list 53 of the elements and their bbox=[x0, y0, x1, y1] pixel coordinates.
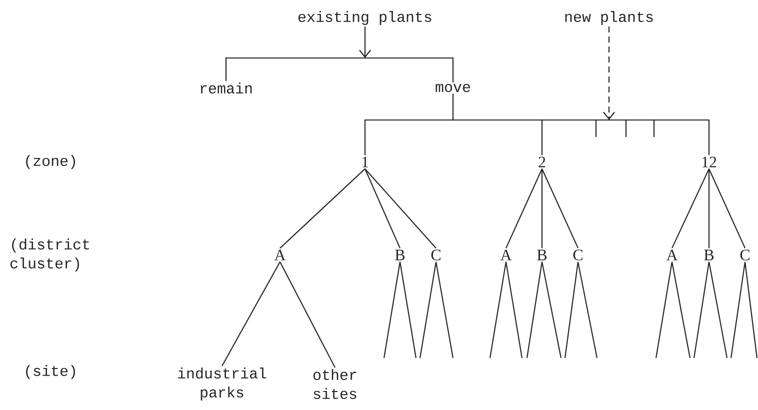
tree-line bbox=[671, 262, 691, 358]
cluster-letter: A bbox=[500, 250, 512, 260]
bracket-line bbox=[225, 57, 454, 82]
cluster-letter: A bbox=[274, 250, 286, 260]
tree-line bbox=[280, 262, 336, 368]
tree-line bbox=[655, 262, 673, 358]
level-label: (site) bbox=[26, 365, 76, 379]
arrow bbox=[603, 26, 615, 120]
tree-line bbox=[542, 168, 578, 248]
branch-label: remain bbox=[200, 82, 252, 94]
tree-line bbox=[419, 262, 437, 358]
tree-line bbox=[526, 262, 543, 358]
tree-line bbox=[708, 262, 728, 358]
cluster-letter: B bbox=[704, 250, 714, 260]
connector-line bbox=[452, 94, 454, 120]
tree-line bbox=[222, 262, 280, 366]
tree-line bbox=[399, 262, 417, 358]
tree-line bbox=[505, 262, 523, 358]
heading-text: new plants bbox=[565, 11, 653, 25]
zone-number: 2 bbox=[538, 156, 546, 168]
tree-line bbox=[708, 168, 710, 248]
cluster-letter: B bbox=[537, 250, 547, 260]
arrow bbox=[359, 26, 371, 58]
tree-line bbox=[383, 262, 401, 358]
tree-line bbox=[489, 262, 507, 358]
tree-line bbox=[693, 262, 710, 358]
tree-line bbox=[435, 262, 454, 358]
tree-line bbox=[564, 262, 579, 358]
connector-line bbox=[364, 119, 453, 156]
tree-line bbox=[672, 168, 710, 248]
tree-line bbox=[541, 262, 562, 358]
level-label: (zone) bbox=[26, 155, 76, 169]
tree-line bbox=[541, 168, 543, 248]
tree-line bbox=[744, 262, 758, 358]
cluster-letter: C bbox=[740, 250, 750, 260]
tree-line bbox=[506, 168, 542, 248]
zone-number: 12 bbox=[702, 156, 716, 168]
level-label: (district cluster) bbox=[10, 238, 89, 272]
cluster-letter: B bbox=[395, 250, 405, 260]
site-label: industrial parks bbox=[178, 368, 266, 400]
tree-line bbox=[708, 168, 746, 248]
cluster-letter: A bbox=[666, 250, 678, 260]
branch-label: move bbox=[436, 84, 470, 92]
tree-line bbox=[730, 262, 746, 358]
tree-line bbox=[364, 168, 400, 248]
zone-number: 1 bbox=[362, 156, 368, 168]
cluster-letter: C bbox=[573, 250, 582, 260]
tree-line bbox=[280, 168, 366, 249]
site-label: other sites bbox=[313, 369, 356, 399]
cluster-letter: C bbox=[431, 250, 440, 260]
heading-text: existing plants bbox=[298, 11, 432, 25]
tree-line bbox=[577, 262, 598, 358]
tree-line bbox=[364, 168, 436, 248]
